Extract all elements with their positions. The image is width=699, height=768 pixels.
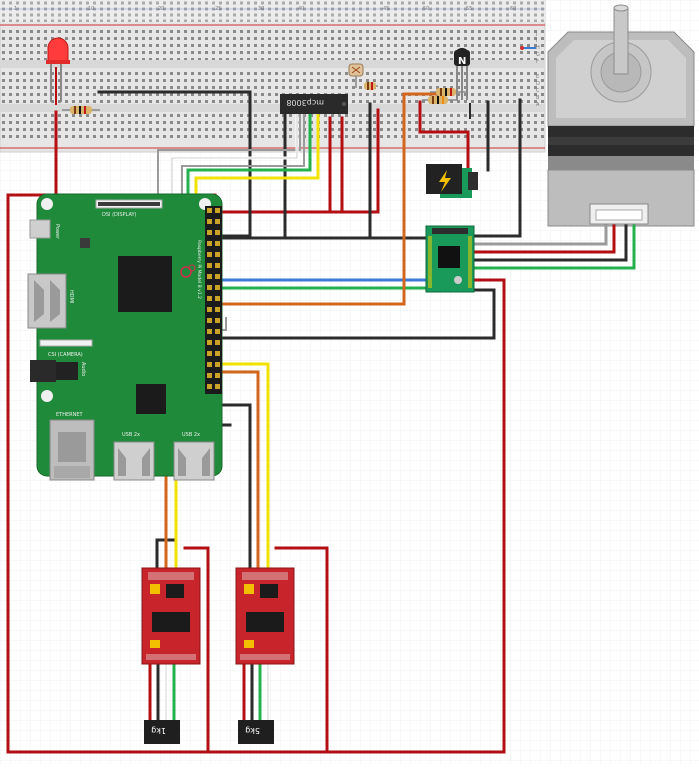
resistor bbox=[430, 88, 466, 96]
col-number: 30 bbox=[258, 6, 264, 12]
col-number: 45 bbox=[383, 6, 389, 12]
raspberry-pi-board: DSI (DISPLAY) Power HDMI CSI (CAMERA) Au… bbox=[27, 193, 223, 481]
dsi-label: DSI (DISPLAY) bbox=[102, 212, 137, 218]
stepper-driver-board bbox=[425, 225, 475, 293]
col-number: 50 bbox=[423, 6, 429, 12]
weight-1-label: 1kg bbox=[151, 726, 166, 735]
raspberry-logo-icon bbox=[180, 264, 196, 278]
weight-2-label: 5kg bbox=[245, 726, 260, 735]
col-number: 25 bbox=[215, 6, 221, 12]
red-led bbox=[46, 37, 70, 102]
mcp3008-label: mcp3008 bbox=[286, 98, 324, 107]
col-number: 10 bbox=[88, 6, 94, 12]
row-letter: D bbox=[536, 81, 540, 87]
row-letter: A bbox=[536, 102, 540, 108]
col-number: 1 bbox=[14, 6, 17, 12]
lightning-icon bbox=[439, 170, 451, 192]
row-letter: G bbox=[536, 52, 540, 58]
row-letter: E bbox=[536, 74, 539, 80]
hx711-module-1 bbox=[141, 567, 201, 665]
npn-transistor: N bbox=[454, 48, 470, 100]
usb-2-label: USB 2x bbox=[182, 432, 200, 438]
hx711-module-2 bbox=[235, 567, 295, 665]
row-letter: J bbox=[535, 31, 537, 37]
row-letter: H bbox=[536, 45, 540, 51]
row-letter: I bbox=[536, 38, 537, 44]
ethernet-label: ETHERNET bbox=[56, 412, 84, 418]
gpio-pins bbox=[207, 208, 220, 389]
usb-1-label: USB 2x bbox=[122, 432, 140, 438]
row-letter: F bbox=[536, 59, 539, 65]
hdmi-label: HDMI bbox=[68, 290, 74, 303]
load-cell-1kg: 1kg bbox=[144, 720, 180, 744]
mcp3008-chip: mcp3008 bbox=[280, 94, 348, 114]
row-letter: B bbox=[536, 95, 540, 101]
load-cell-5kg: 5kg bbox=[238, 720, 274, 744]
col-number: 60 bbox=[510, 6, 516, 12]
audio-label: Audio bbox=[80, 362, 86, 376]
col-number: 20 bbox=[158, 6, 164, 12]
stepper-motor bbox=[547, 4, 695, 227]
col-number: 40 bbox=[298, 6, 304, 12]
photoresistor bbox=[348, 63, 378, 90]
resistor bbox=[422, 96, 458, 104]
model-label: Raspberry Pi Model B v1.2 bbox=[196, 240, 202, 299]
resistor bbox=[62, 106, 100, 114]
transistor-label: N bbox=[458, 56, 466, 67]
power-label: Power bbox=[54, 224, 60, 240]
row-letter: C bbox=[536, 88, 540, 94]
dc-power-jack bbox=[426, 164, 478, 198]
csi-label: CSI (CAMERA) bbox=[48, 352, 83, 358]
breadboard: 1 10 20 25 30 40 45 50 55 60 J I H G F E… bbox=[0, 0, 546, 153]
col-number: 55 bbox=[466, 6, 472, 12]
